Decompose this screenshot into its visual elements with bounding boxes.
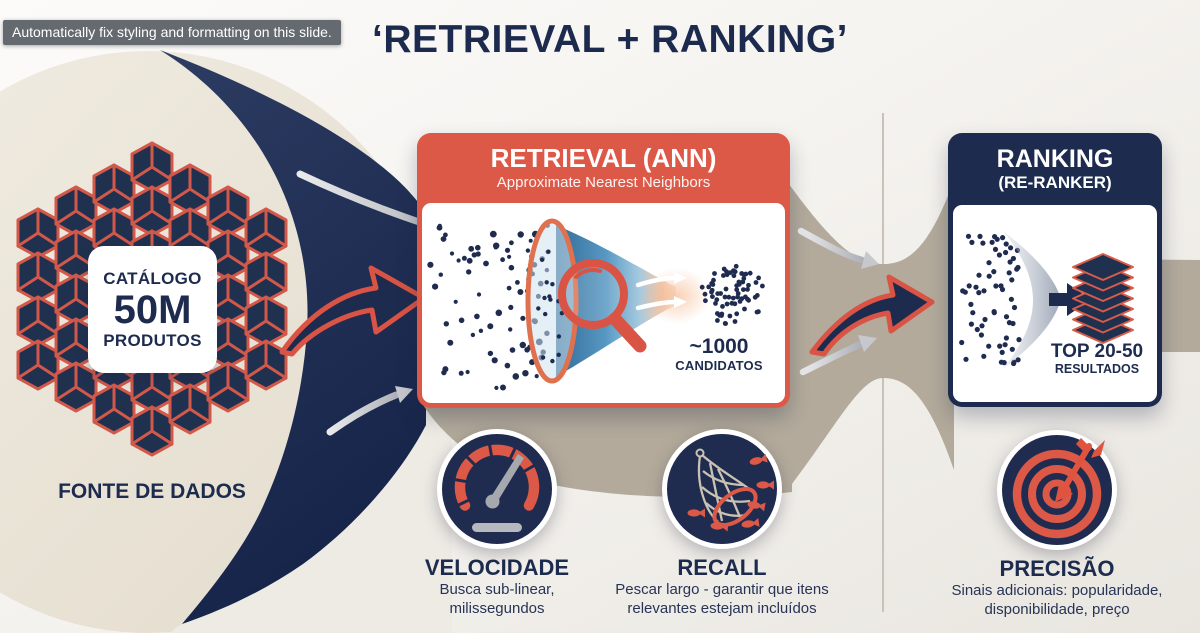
retrieval-box: RETRIEVAL (ANN) Approximate Nearest Neig… <box>417 133 790 408</box>
catalog-card-line1: CATÁLOGO <box>103 268 202 288</box>
retrieval-header: RETRIEVAL (ANN) Approximate Nearest Neig… <box>417 133 790 191</box>
ranking-visual: TOP 20-50 RESULTADOS <box>953 205 1157 402</box>
retrieval-title: RETRIEVAL (ANN) <box>490 143 717 173</box>
candidates-label: ~1000 CANDIDATOS <box>659 334 779 373</box>
silver-arrow-icon <box>797 227 866 264</box>
feature-desc-line: Busca sub-linear, <box>439 581 555 598</box>
feature-desc-line: milissegundos <box>449 599 545 617</box>
ranking-subtitle: (RE-RANKER) <box>998 173 1112 193</box>
candidate-dots <box>959 233 1022 367</box>
retrieval-visual: ~1000 CANDIDATOS <box>422 203 785 403</box>
layer-stack-icon <box>1072 253 1134 344</box>
candidates-caption: CANDIDATOS <box>675 358 763 373</box>
results-caption: RESULTADOS <box>1054 362 1140 376</box>
catalog-card-line2: 50M <box>113 287 192 332</box>
ann-funnel-graphic <box>427 218 765 391</box>
candidates-count: ~1000 <box>689 334 749 358</box>
feature-desc-line: Pescar largo - garantir que itens <box>615 581 829 598</box>
white-arrow-icon <box>635 299 678 311</box>
catalog-card: CATÁLOGO 50M PRODUTOS <box>88 246 217 373</box>
navy-flow-arrow-icon <box>809 274 935 357</box>
autofix-tooltip[interactable]: Automatically fix styling and formatting… <box>3 20 341 45</box>
navy-flow-shape <box>160 50 426 624</box>
white-cover-shape <box>170 400 452 633</box>
fishing-net-icon <box>660 427 784 551</box>
silver-arrow-icon <box>799 340 865 376</box>
feature-title: RECALL <box>677 555 767 580</box>
silver-arrow-icon <box>326 391 400 436</box>
feature-title: VELOCIDADE <box>424 555 570 580</box>
reranker-graphic <box>959 231 1134 369</box>
ranking-header: RANKING (RE-RANKER) <box>948 133 1162 193</box>
source-label: FONTE DE DADOS <box>58 480 246 503</box>
target-icon <box>995 428 1119 552</box>
autofix-tooltip-text: Automatically fix styling and formatting… <box>12 24 332 40</box>
feature-precisao: PRECISÃO Sinais adicionais: popularidade… <box>937 428 1177 620</box>
result-cluster-dots <box>699 263 765 326</box>
ranking-title: RANKING <box>996 145 1114 173</box>
retrieval-subtitle: Approximate Nearest Neighbors <box>496 173 711 191</box>
feature-velocidade: VELOCIDADE Busca sub-linear, milissegund… <box>397 427 597 619</box>
white-arrow-icon <box>635 275 678 288</box>
results-label: TOP 20-50 RESULTADOS <box>1039 342 1155 376</box>
ranking-box: RANKING (RE-RANKER) TOP 20-50 RESULT <box>948 133 1162 407</box>
page-title: ‘RETRIEVAL + RANKING’ <box>371 18 849 61</box>
speedometer-icon <box>435 427 559 551</box>
feature-desc-line: Sinais adicionais: popularidade, <box>951 582 1163 599</box>
magnifier-icon <box>558 259 628 329</box>
catalog-card-line3: PRODUTOS <box>103 330 202 350</box>
feature-desc-line: disponibilidade, preço <box>984 600 1130 618</box>
feature-desc-line: relevantes estejam incluídos <box>627 599 817 617</box>
results-count: TOP 20-50 <box>1050 341 1144 363</box>
flow-arrows <box>279 170 935 436</box>
feature-recall: RECALL Pescar largo - garantir que itens… <box>598 427 846 619</box>
feature-title: PRECISÃO <box>999 556 1115 581</box>
